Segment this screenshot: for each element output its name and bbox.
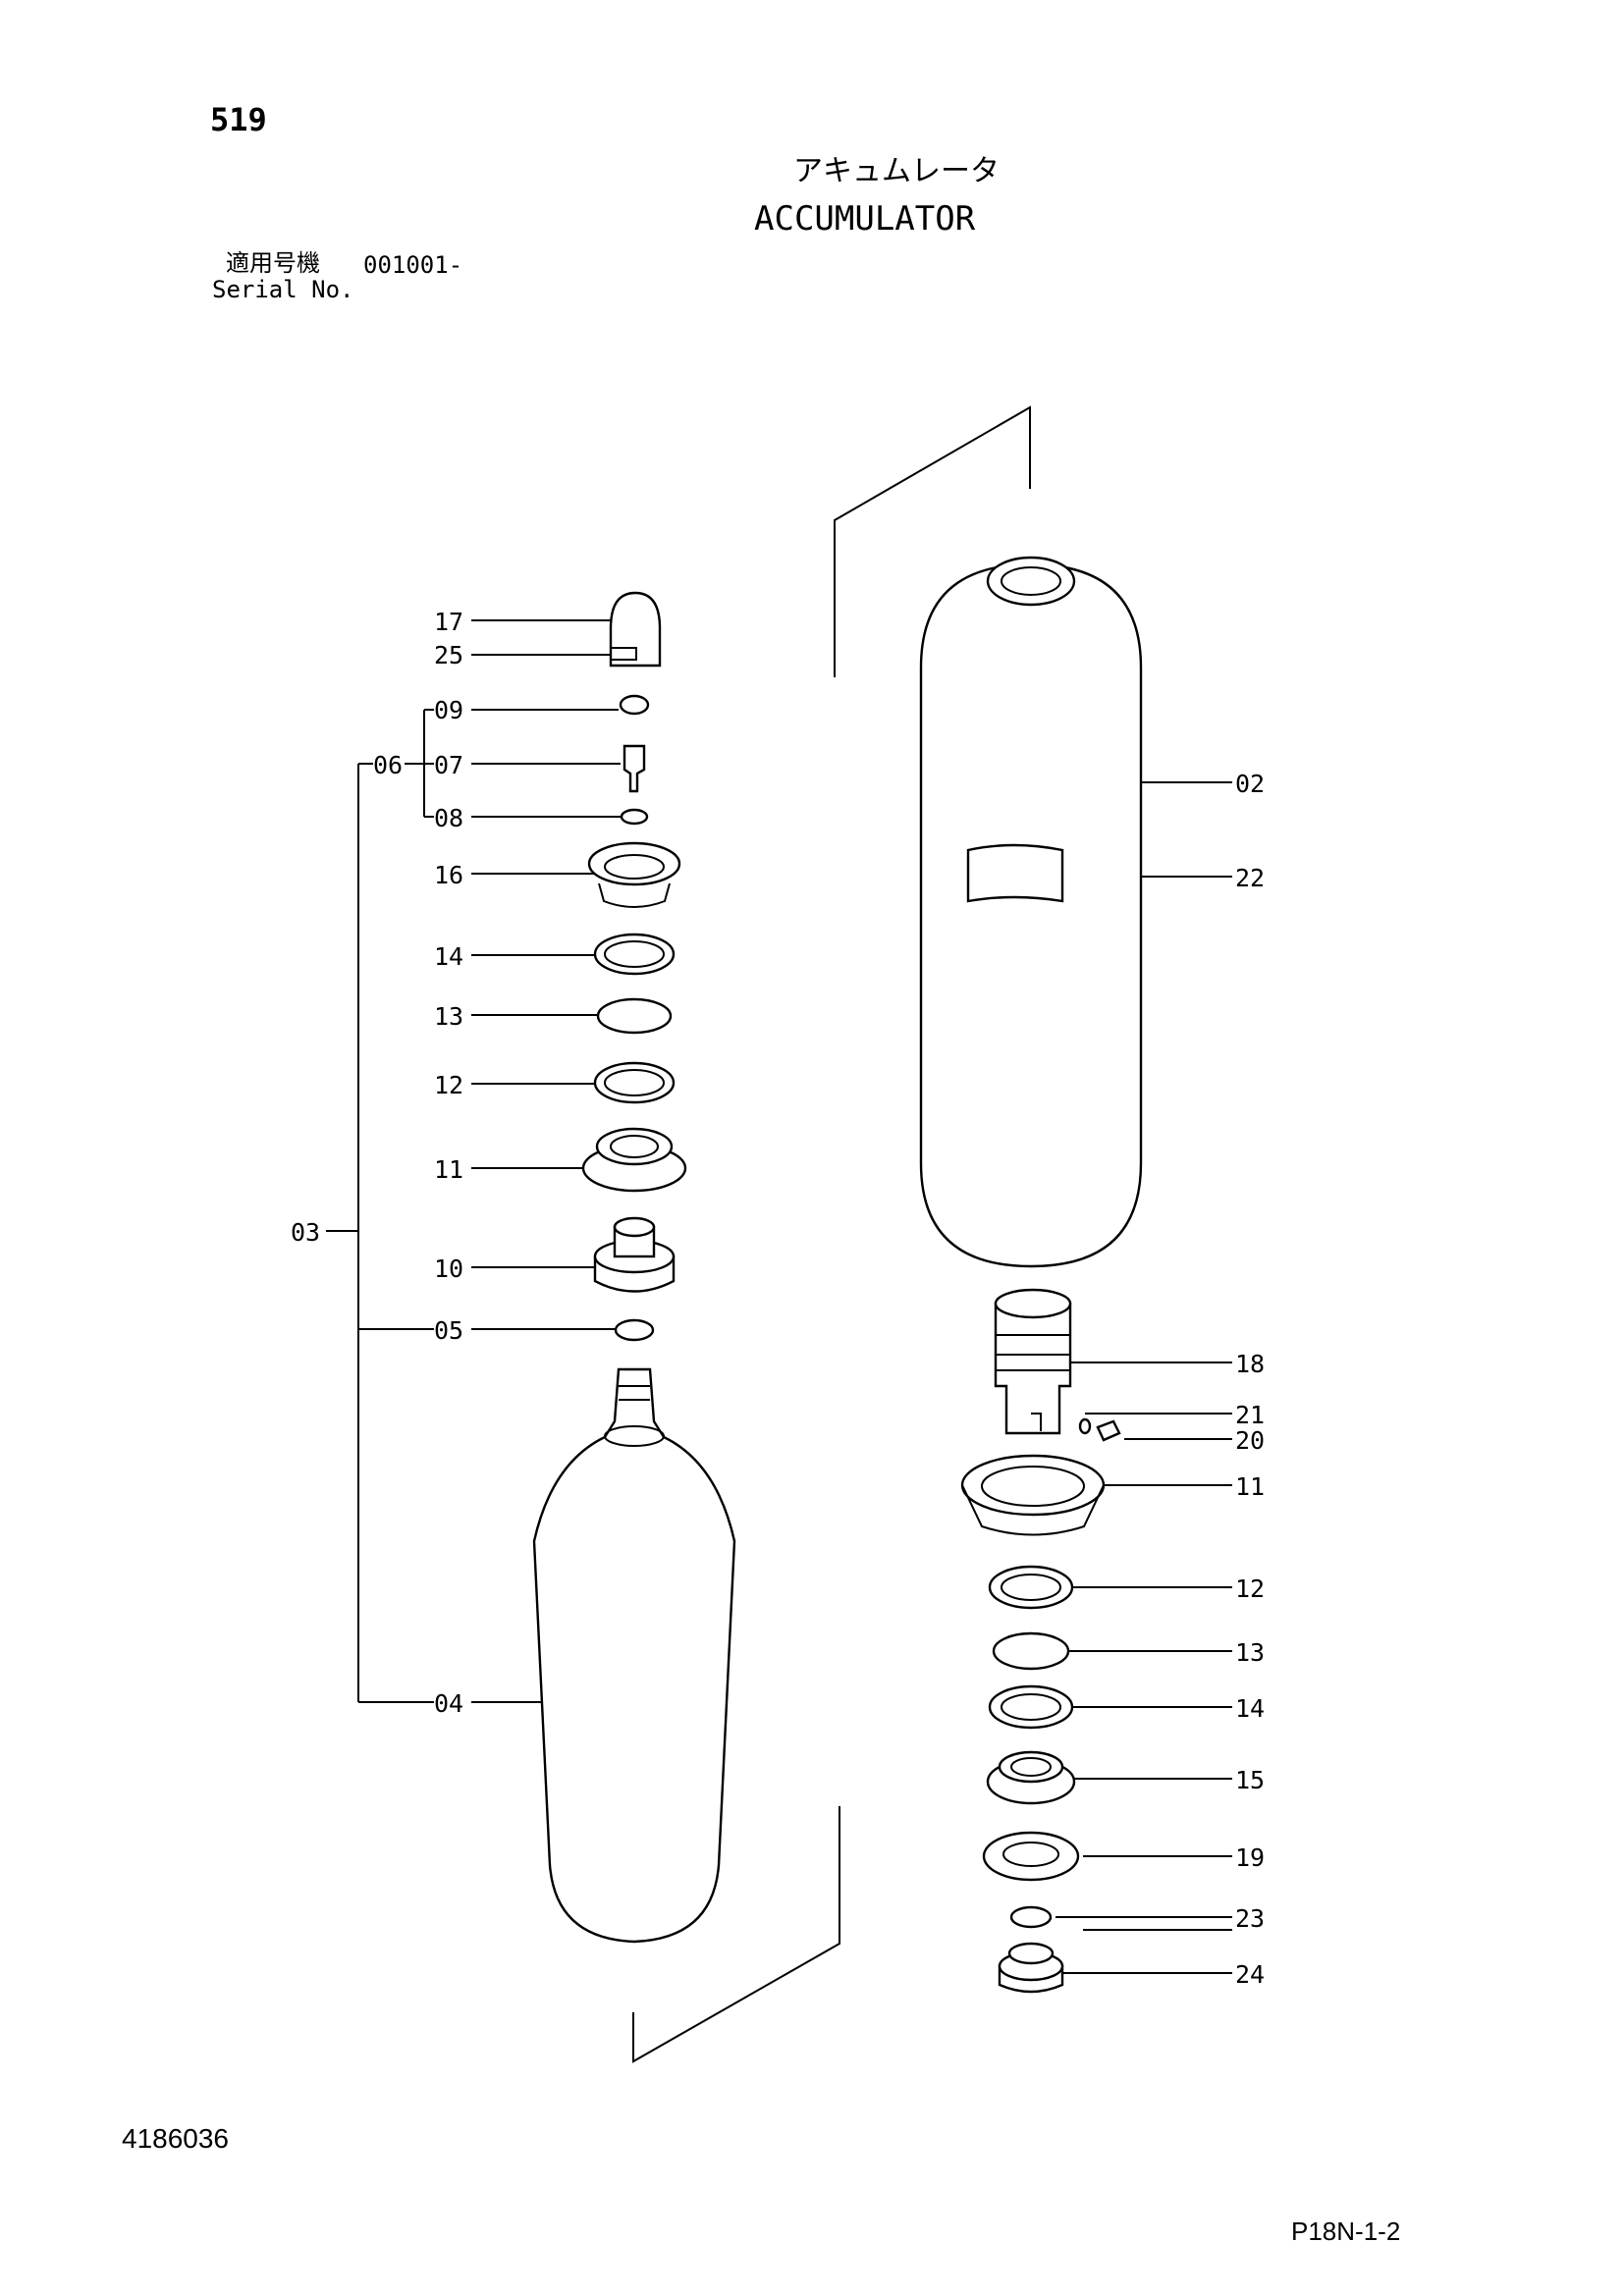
callout-05: 05 bbox=[434, 1316, 463, 1345]
callout-03: 03 bbox=[291, 1218, 320, 1247]
left-parts bbox=[532, 591, 736, 1944]
part-20 bbox=[1096, 1419, 1121, 1442]
group-bracket-lines bbox=[326, 710, 434, 1703]
page-title: ACCUMULATOR bbox=[754, 199, 976, 239]
label-22 bbox=[966, 843, 1064, 903]
right-callouts: 02 22 18 21 20 11 12 13 14 15 19 23 24 bbox=[1235, 770, 1265, 1989]
callout-17: 17 bbox=[434, 608, 463, 636]
page-code: P18N-1-2 bbox=[1291, 2216, 1401, 2246]
title-japanese: アキュムレータ bbox=[793, 154, 1000, 188]
right-leader-lines bbox=[1056, 781, 1232, 1974]
part-23 bbox=[1009, 1905, 1053, 1929]
callout-20: 20 bbox=[1235, 1426, 1265, 1455]
callout-02: 02 bbox=[1235, 770, 1265, 798]
callout-12-right: 12 bbox=[1235, 1575, 1265, 1603]
callout-15: 15 bbox=[1235, 1766, 1265, 1794]
left-callouts: 17 25 09 06 07 08 16 14 13 12 11 03 10 0… bbox=[291, 608, 463, 1718]
part-08 bbox=[620, 808, 649, 826]
part-07 bbox=[623, 744, 646, 793]
serial-label: Serial No. bbox=[212, 276, 354, 303]
callout-22: 22 bbox=[1235, 864, 1265, 892]
serial-label-japanese: 適用号機 bbox=[226, 249, 320, 277]
callout-16: 16 bbox=[434, 861, 463, 889]
page-number: 519 bbox=[210, 101, 267, 138]
callout-24: 24 bbox=[1235, 1960, 1265, 1989]
callout-18: 18 bbox=[1235, 1350, 1265, 1378]
bladder-04 bbox=[532, 1367, 736, 1944]
part-12-right bbox=[988, 1565, 1074, 1610]
callout-09: 09 bbox=[434, 696, 463, 724]
part-09 bbox=[619, 694, 650, 716]
callout-11: 11 bbox=[434, 1155, 463, 1184]
callout-04: 04 bbox=[434, 1689, 463, 1718]
part-14-right bbox=[988, 1684, 1074, 1730]
callout-14-right: 14 bbox=[1235, 1694, 1265, 1723]
callout-08: 08 bbox=[434, 804, 463, 832]
left-leader-lines bbox=[424, 619, 633, 1703]
part-13 bbox=[596, 997, 673, 1035]
callout-23: 23 bbox=[1235, 1904, 1265, 1933]
right-parts bbox=[919, 556, 1143, 1994]
callout-10: 10 bbox=[434, 1255, 463, 1283]
document-number: 4186036 bbox=[122, 2123, 230, 2154]
callout-11-right: 11 bbox=[1235, 1472, 1265, 1501]
part-21 bbox=[1078, 1417, 1092, 1435]
callout-06: 06 bbox=[373, 751, 403, 779]
section-break-lines bbox=[632, 405, 1031, 2063]
callout-12: 12 bbox=[434, 1071, 463, 1099]
callout-21: 21 bbox=[1235, 1401, 1265, 1429]
callout-25: 25 bbox=[434, 641, 463, 669]
callout-14: 14 bbox=[434, 942, 463, 971]
callout-13: 13 bbox=[434, 1002, 463, 1031]
part-13-right bbox=[992, 1631, 1070, 1671]
callout-07: 07 bbox=[434, 751, 463, 779]
part-05 bbox=[614, 1318, 655, 1342]
callout-19: 19 bbox=[1235, 1843, 1265, 1872]
serial-range: 001001- bbox=[363, 251, 463, 279]
callout-13-right: 13 bbox=[1235, 1638, 1265, 1667]
part-19 bbox=[982, 1831, 1080, 1882]
shell-02 bbox=[919, 562, 1143, 1268]
